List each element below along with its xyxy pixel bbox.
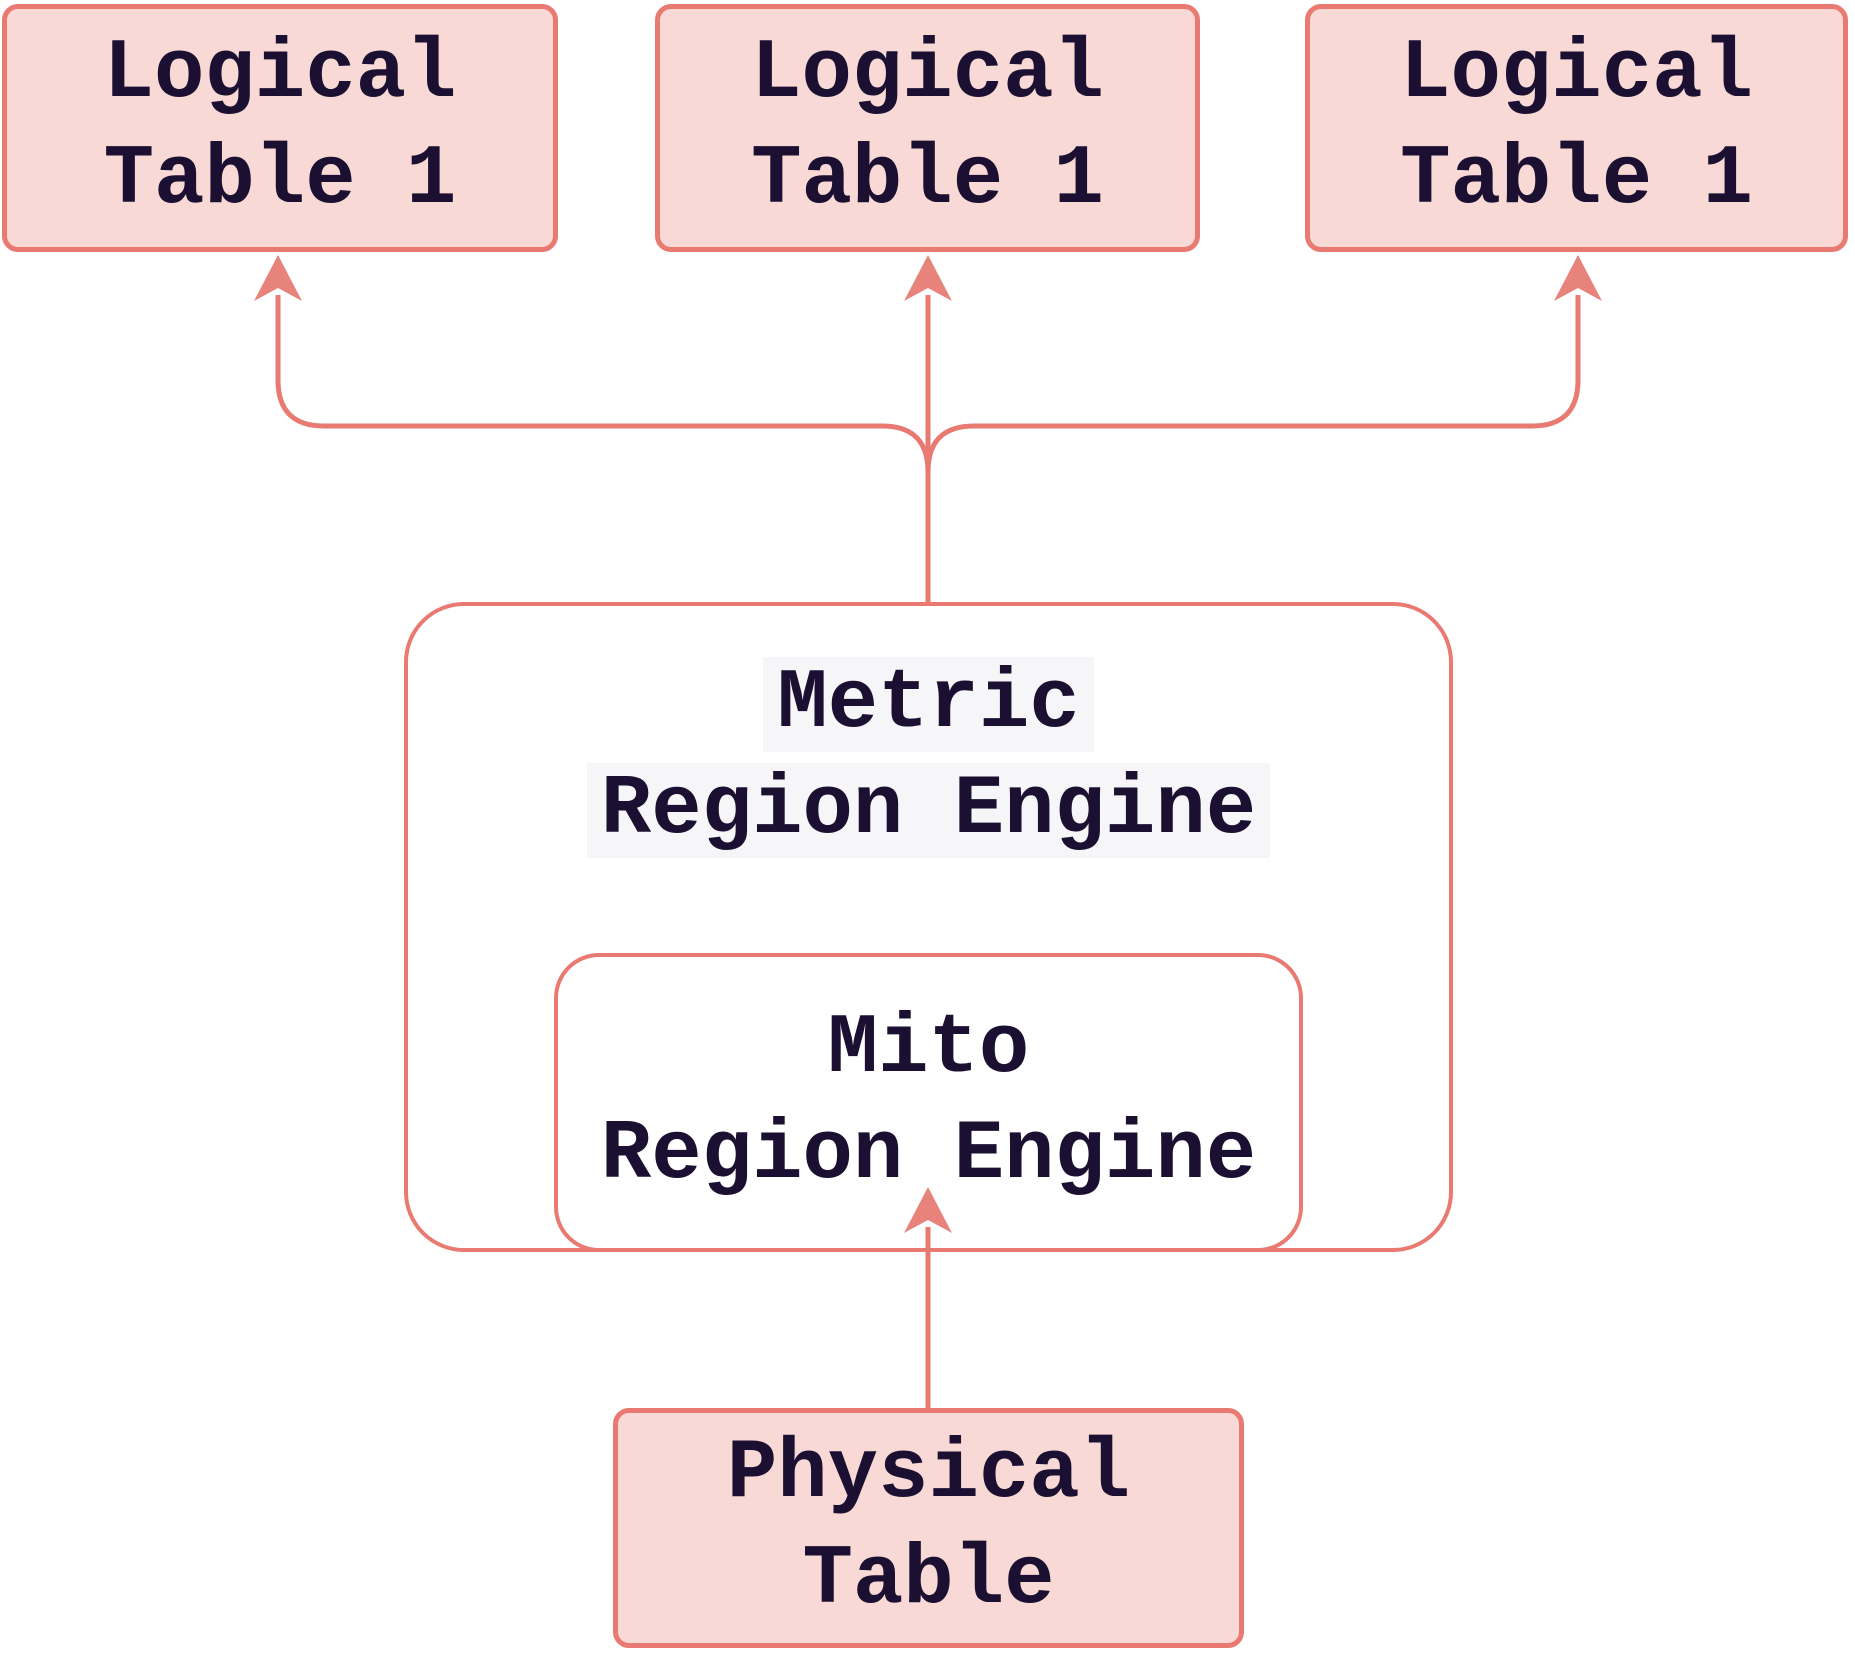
node-label-line: Metric — [763, 652, 1094, 758]
node-label-line: Logical — [1400, 27, 1753, 122]
node-mito-region-engine: Mito Region Engine — [554, 953, 1303, 1252]
node-label-line: Region Engine — [586, 758, 1271, 864]
edge-metric-to-logical-3 — [925, 295, 1581, 604]
node-logical-table-3: Logical Table 1 — [1305, 4, 1848, 252]
arrowhead-up-icon — [1554, 255, 1602, 301]
node-label-line: Region Engine — [600, 1107, 1257, 1203]
node-label-line: Logical — [751, 27, 1104, 122]
node-label-line: Logical — [103, 27, 457, 122]
node-label-line: Table 1 — [1400, 133, 1753, 228]
node-label-line: Mito — [827, 1001, 1030, 1097]
highlighted-label: Metric — [763, 657, 1094, 752]
arrowhead-up-icon — [254, 255, 302, 301]
node-logical-table-2: Logical Table 1 — [655, 4, 1200, 252]
highlighted-label: Region Engine — [586, 763, 1271, 858]
node-label-line: Table 1 — [103, 133, 457, 228]
node-physical-table: Physical Table — [613, 1408, 1244, 1648]
node-label-line: Table — [802, 1533, 1055, 1628]
edge-metric-to-logical-1 — [275, 295, 931, 604]
node-logical-table-1: Logical Table 1 — [2, 4, 558, 252]
arrowhead-up-icon — [904, 255, 952, 301]
node-label-line: Physical — [726, 1427, 1131, 1522]
node-label-line: Table 1 — [751, 133, 1104, 228]
